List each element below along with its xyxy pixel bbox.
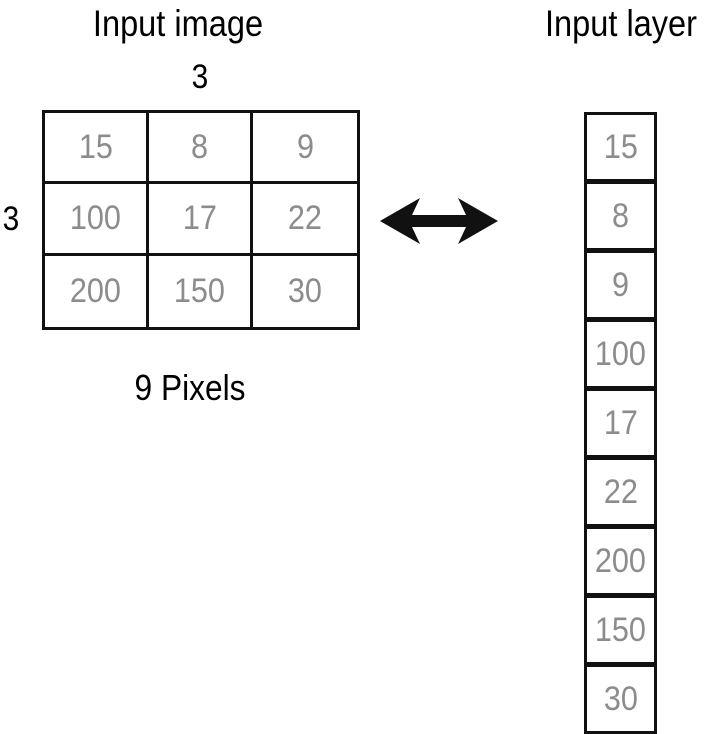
input-image-grid: 15 8 9 100 17 22 200 150 30 [42,110,360,330]
input-node: 100 [587,322,654,391]
pixel-value: 200 [69,271,122,310]
input-node-value: 8 [611,196,630,235]
input-image-title: Input image [92,3,264,44]
pixel-cell: 100 [45,184,149,256]
pixel-cell: 8 [149,113,253,185]
pixel-value: 17 [182,198,217,237]
pixel-count-caption: 9 Pixels [134,367,246,408]
double-headed-arrow-icon [380,198,498,244]
input-node: 8 [587,184,654,253]
input-node: 9 [587,253,654,322]
pixel-value: 9 [296,127,314,166]
pixel-value: 30 [287,271,323,310]
pixel-value: 8 [190,127,209,166]
input-node-value: 22 [603,472,638,511]
image-width-label: 3 [191,58,209,96]
pixel-cell: 9 [253,113,357,185]
input-node: 17 [587,391,654,460]
pixel-value: 100 [69,198,122,237]
input-layer-title: Input layer [544,3,698,44]
pixel-cell: 30 [253,256,357,327]
pixel-value: 15 [78,127,113,166]
input-node-value: 9 [611,265,630,304]
input-node-value: 100 [594,334,647,373]
input-node-value: 150 [594,610,647,649]
pixel-cell: 22 [253,184,357,256]
input-layer-column: 15 8 9 100 17 22 200 150 30 [584,112,657,734]
input-node: 30 [587,667,654,734]
pixel-cell: 200 [45,255,149,327]
pixel-cell: 150 [149,255,253,327]
input-node: 150 [587,598,654,667]
pixel-cell: 15 [45,113,149,185]
image-height-label: 3 [2,200,20,238]
pixel-value: 150 [173,271,226,310]
input-node-value: 200 [594,541,647,580]
input-node-value: 15 [603,127,638,166]
input-node: 22 [587,460,654,529]
pixel-cell: 17 [149,184,253,256]
input-node-value: 17 [603,403,638,442]
input-node: 15 [587,115,654,184]
input-node-value: 30 [603,679,638,718]
input-node: 200 [587,529,654,598]
pixel-value: 22 [287,198,323,237]
